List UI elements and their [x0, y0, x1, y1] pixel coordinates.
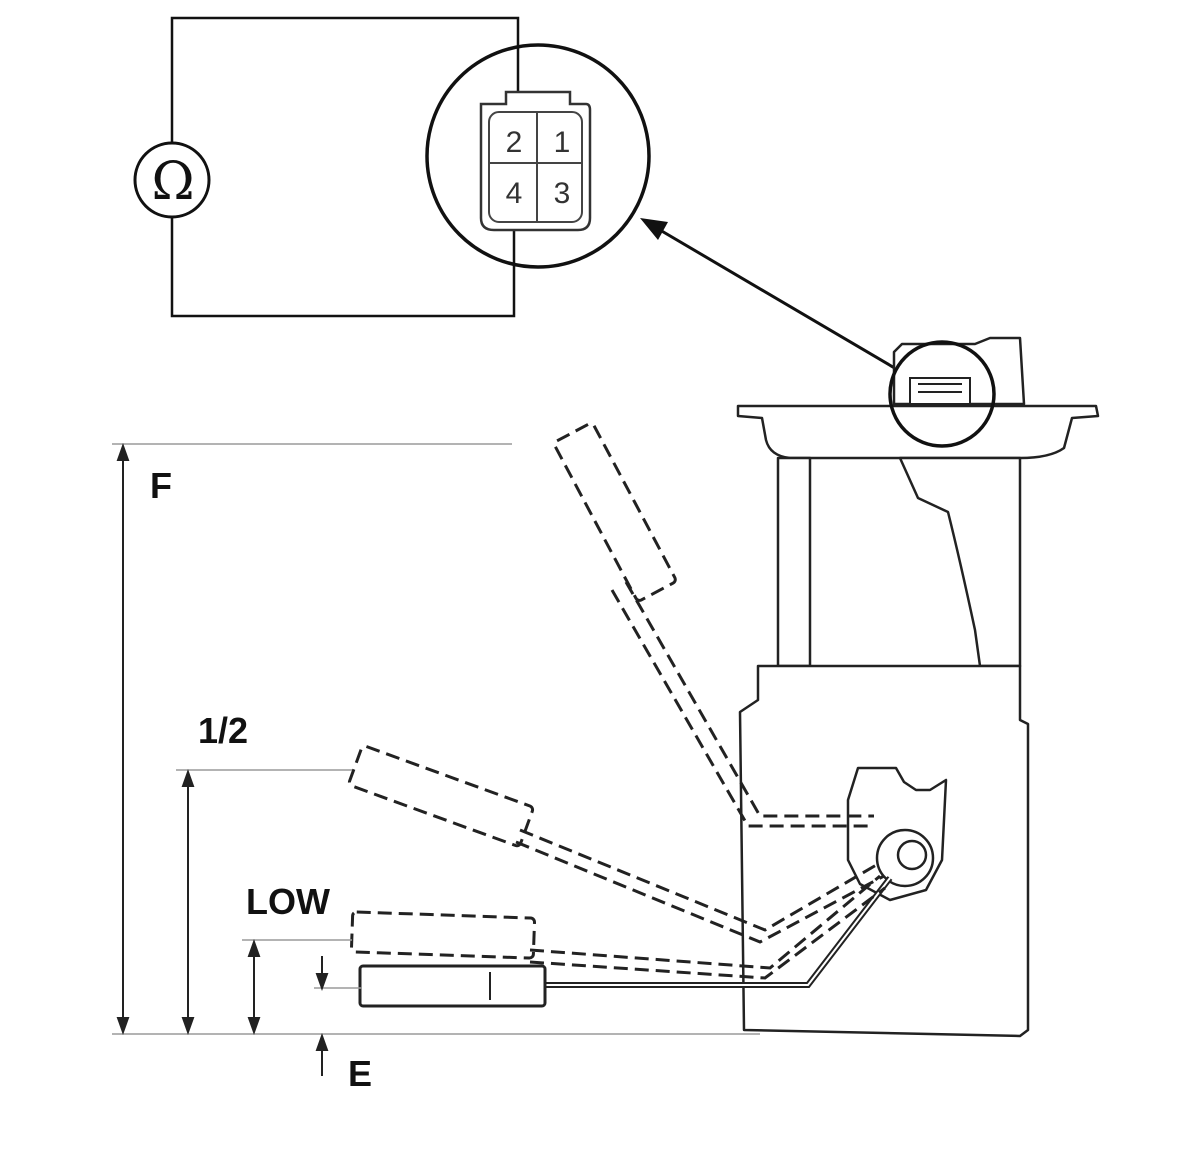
ohmmeter: Ω [133, 141, 211, 219]
connector-detail: 2 1 4 3 [425, 43, 651, 269]
pump-flange [736, 404, 1100, 460]
connector-face [488, 111, 583, 223]
arrowhead-icon [640, 218, 668, 240]
float-arm-half [347, 744, 885, 944]
pump-right-column [898, 456, 1022, 668]
label-low: LOW [246, 881, 330, 922]
pump-left-column [776, 456, 812, 668]
pump-connector-highlight [888, 340, 996, 448]
arrow-up-icon [315, 1033, 329, 1051]
pin-4-label: 4 [506, 177, 523, 210]
float-half [347, 744, 535, 848]
fuel-pump-assembly [736, 336, 1100, 1038]
float-empty [358, 964, 547, 1008]
float-low [349, 910, 537, 960]
label-half: 1/2 [198, 710, 248, 751]
float-full [553, 422, 677, 602]
pump-connector [909, 377, 971, 405]
arrow-down-icon [247, 1017, 261, 1035]
float-arm-low [349, 874, 886, 980]
label-full: F [150, 465, 172, 506]
ohmmeter-circuit [170, 16, 520, 318]
arrow-up-icon [181, 769, 195, 787]
arrow-up-icon [116, 443, 130, 461]
test-lead-pin-4 [170, 180, 516, 318]
level-dimensions [116, 443, 329, 1076]
arrow-down-icon [315, 973, 329, 991]
ohm-symbol: Ω [151, 152, 194, 212]
label-empty: E [348, 1053, 372, 1094]
test-lead-pin-2 [170, 16, 520, 142]
detail-arrow [640, 218, 899, 372]
sender-pivot-inner [896, 839, 928, 871]
pin-1-label: 1 [554, 126, 571, 159]
magnifier-circle [425, 43, 651, 269]
arrow-down-icon [181, 1017, 195, 1035]
float-arm-full [553, 422, 874, 828]
pin-2-label: 2 [506, 126, 523, 159]
connector-housing [479, 90, 592, 232]
ohmmeter-icon [133, 141, 211, 219]
float-arm-empty [358, 876, 893, 1008]
arrow-down-icon [116, 1017, 130, 1035]
pin-3-label: 3 [554, 177, 571, 210]
arrow-up-icon [247, 939, 261, 957]
